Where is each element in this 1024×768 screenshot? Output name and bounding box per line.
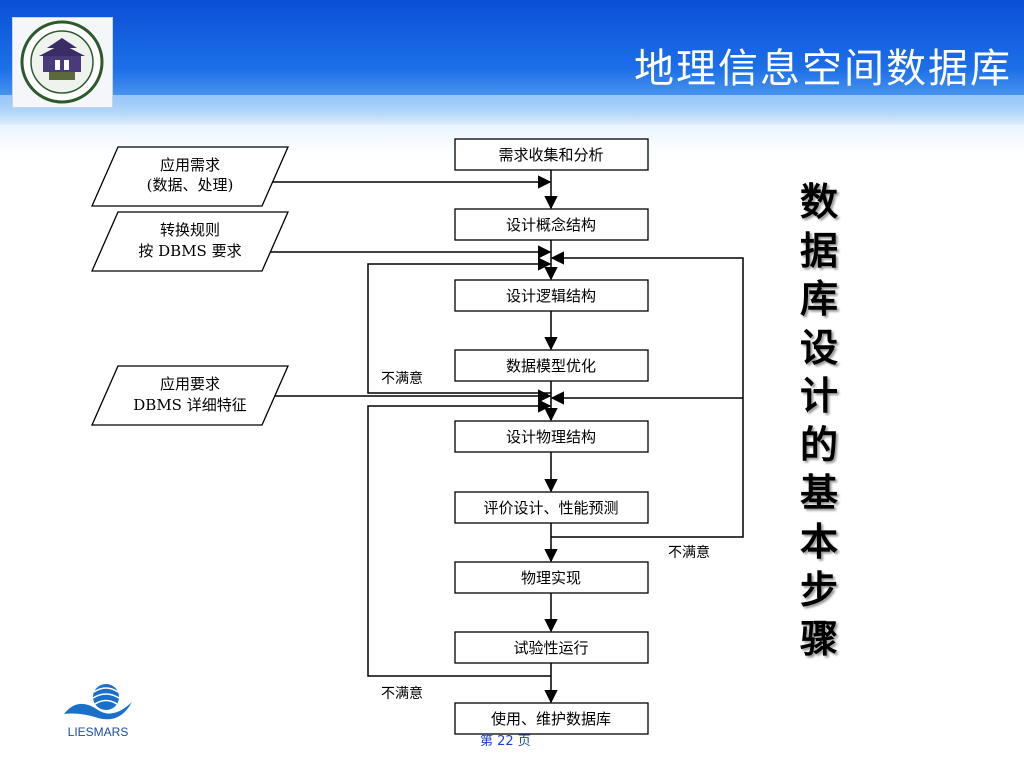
flow-arrows bbox=[263, 170, 744, 704]
unsatisfied-label-1: 不满意 bbox=[381, 370, 423, 387]
step-label-4: 数据模型优化 bbox=[506, 357, 596, 375]
university-seal-icon bbox=[20, 20, 104, 104]
vertical-title-char: 设 bbox=[799, 324, 838, 370]
vertical-title-char: 步 bbox=[799, 567, 838, 612]
input-box-3: 应用要求 DBMS 详细特征 bbox=[91, 365, 289, 426]
step-box-1: 需求收集和分析 bbox=[454, 138, 649, 171]
step-label-2: 设计概念结构 bbox=[506, 216, 596, 234]
step-box-7: 物理实现 bbox=[454, 561, 649, 594]
step-label-7: 物理实现 bbox=[521, 569, 581, 587]
step-label-8: 试验性运行 bbox=[513, 639, 588, 657]
step-label-1: 需求收集和分析 bbox=[498, 146, 603, 164]
vertical-title-char: 基 bbox=[799, 470, 838, 515]
vertical-title-char: 骤 bbox=[799, 615, 838, 661]
liesmars-globe-icon: LIESMARS bbox=[64, 684, 132, 739]
vertical-title-char: 库 bbox=[799, 276, 838, 321]
input-3-line2: DBMS 详细特征 bbox=[133, 396, 246, 414]
vertical-title-char: 数 bbox=[799, 179, 838, 224]
input-box-1: 应用需求 (数据、处理) bbox=[91, 146, 289, 207]
step-box-8: 试验性运行 bbox=[454, 631, 649, 664]
input-3-line1: 应用要求 bbox=[160, 375, 220, 393]
unsatisfied-label-2: 不满意 bbox=[668, 544, 710, 561]
liesmars-logo: LIESMARS bbox=[58, 680, 138, 744]
step-label-9: 使用、维护数据库 bbox=[491, 710, 611, 728]
unsatisfied-label-3: 不满意 bbox=[381, 685, 423, 702]
input-box-2: 转换规则 按 DBMS 要求 bbox=[91, 211, 289, 272]
input-1-line1: 应用需求 bbox=[160, 156, 220, 174]
vertical-title-char: 本 bbox=[799, 518, 838, 564]
input-2-line2: 按 DBMS 要求 bbox=[138, 242, 241, 260]
step-box-2: 设计概念结构 bbox=[454, 208, 649, 241]
input-1-line2: (数据、处理) bbox=[147, 176, 234, 194]
vertical-title-char: 的 bbox=[799, 421, 838, 467]
step-label-5: 设计物理结构 bbox=[506, 428, 596, 446]
step-box-5: 设计物理结构 bbox=[454, 420, 649, 453]
input-2-line1: 转换规则 bbox=[160, 221, 220, 239]
page-title: 地理信息空间数据库 bbox=[634, 46, 1012, 92]
step-box-9: 使用、维护数据库 bbox=[454, 702, 649, 735]
step-box-3: 设计逻辑结构 bbox=[454, 279, 649, 312]
vertical-title-char: 据 bbox=[799, 227, 838, 273]
step-box-6: 评价设计、性能预测 bbox=[454, 491, 649, 524]
university-logo bbox=[12, 17, 113, 108]
step-label-3: 设计逻辑结构 bbox=[506, 287, 596, 305]
step-label-6: 评价设计、性能预测 bbox=[483, 499, 618, 517]
vertical-title-char: 计 bbox=[799, 373, 838, 418]
vertical-title: 数 据 库 设 计 的 基 本 步 骤 bbox=[797, 178, 841, 663]
step-box-4: 数据模型优化 bbox=[454, 349, 649, 382]
page-number: 第 22 页 bbox=[480, 734, 531, 749]
liesmars-brand-text: LIESMARS bbox=[68, 725, 129, 739]
